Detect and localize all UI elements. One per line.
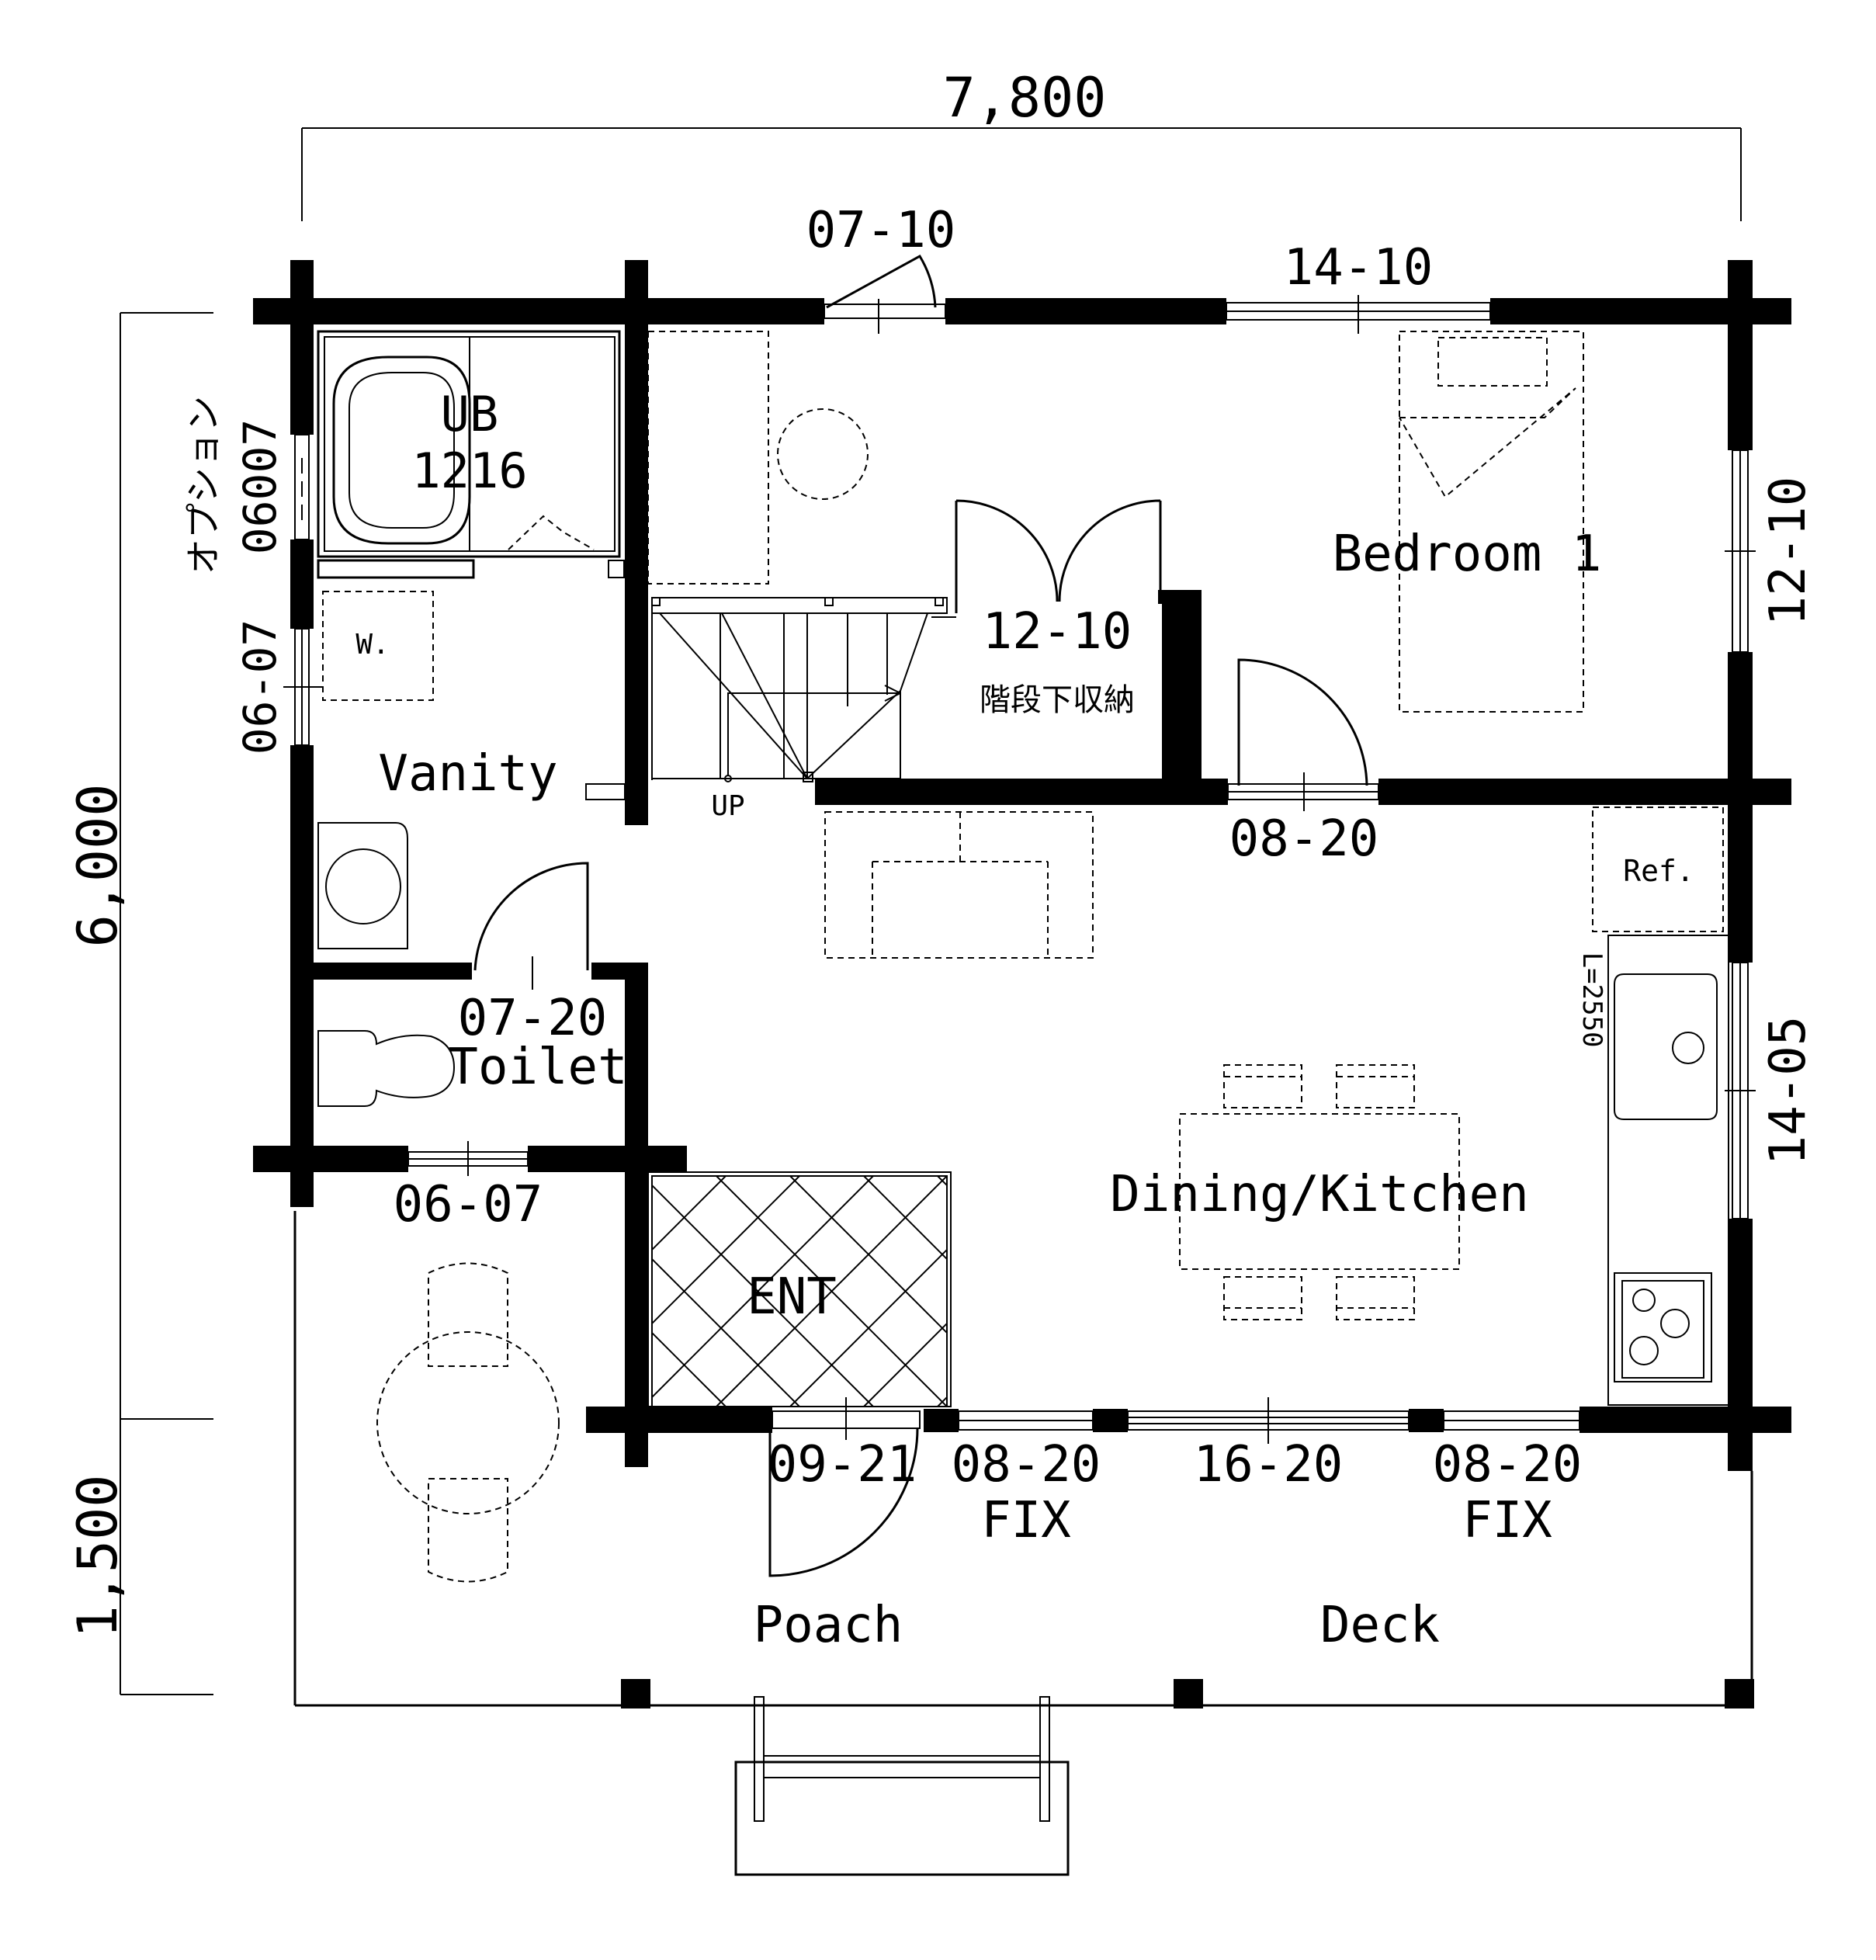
label-entrance: ENT	[747, 1268, 837, 1326]
entrance-tile	[647, 1171, 952, 1407]
label-deck: Deck	[1320, 1597, 1440, 1654]
stairs	[647, 331, 948, 782]
dimension-depth-porch: 1,500	[66, 1475, 130, 1639]
label-front-fix-right: 08-20	[1433, 1436, 1583, 1493]
label-w-right-upper: 12-10	[1760, 477, 1817, 626]
dimension-width-total: 7,800	[943, 66, 1107, 130]
tile-hatch-line	[652, 1176, 726, 1251]
label-storage: 階段下収納	[980, 682, 1135, 718]
tile-hatch-line	[716, 1176, 947, 1407]
label-bedroom: Bedroom 1	[1333, 526, 1602, 583]
label-stairs-up: UP	[711, 790, 744, 822]
bed	[1399, 331, 1584, 713]
label-storage-door: 12-10	[983, 603, 1132, 661]
label-unit-bath-size: 1216	[411, 442, 527, 499]
kitchen	[1592, 807, 1729, 1406]
tile-hatch-line	[789, 1248, 947, 1407]
label-unit-bath: UB	[441, 386, 499, 442]
windows	[283, 295, 1756, 1444]
label-w-top-door: 07-10	[806, 202, 956, 259]
dining-table	[1179, 1064, 1460, 1320]
tile-hatch-line	[652, 1331, 726, 1407]
label-kitchen-length: L=2550	[1576, 952, 1607, 1048]
label-vanity: Vanity	[378, 745, 557, 803]
label-front-fix-left: 08-20	[952, 1436, 1101, 1493]
label-washer: W.	[355, 629, 389, 661]
label-w-right-lower: 14-05	[1760, 1016, 1817, 1166]
label-porch: Poach	[754, 1597, 903, 1654]
tile-hatch-line	[863, 1322, 947, 1407]
label-fridge: Ref.	[1623, 854, 1694, 888]
entry-steps	[734, 1696, 1070, 1876]
dimension-lines	[120, 127, 1742, 1695]
label-bedroom-door: 08-20	[1229, 810, 1379, 868]
deck-outline	[293, 1211, 1754, 1708]
tile-hatch-line	[652, 1176, 874, 1399]
label-bath-window: 06007	[234, 419, 286, 555]
walls	[253, 260, 1791, 1471]
label-w-top-window: 14-10	[1284, 239, 1434, 297]
label-front-fix-right-note: FIX	[1462, 1492, 1552, 1549]
label-toilet-window: 06-07	[394, 1176, 543, 1233]
tile-hatch-line	[863, 1176, 947, 1261]
label-toilet-door: 07-20	[458, 990, 608, 1047]
label-entrance-door: 09-21	[768, 1436, 917, 1493]
dimension-depth-main: 6,000	[66, 784, 130, 948]
label-bath-option: オプション	[182, 396, 224, 574]
tile-hatch-line	[652, 1176, 800, 1325]
label-vanity-window: 06-07	[234, 619, 286, 755]
doors	[473, 254, 1368, 1577]
label-front-fix-left-note: FIX	[981, 1492, 1071, 1549]
label-toilet: Toilet	[448, 1039, 627, 1096]
fixtures-left	[317, 591, 626, 1107]
unit-bath	[317, 330, 625, 579]
sofa	[824, 811, 1094, 959]
label-dining-kitchen: Dining/Kitchen	[1110, 1166, 1528, 1223]
label-front-slider: 16-20	[1194, 1436, 1344, 1493]
porch-table	[376, 1262, 560, 1583]
